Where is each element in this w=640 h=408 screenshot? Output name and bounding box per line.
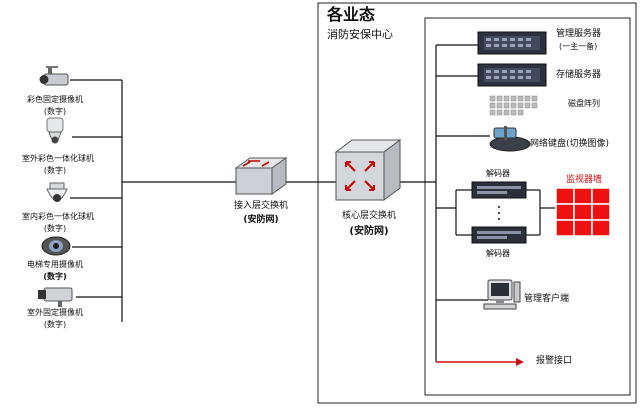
access-switch-net-label: (安防网) — [243, 215, 279, 225]
elevator-camera-icon — [41, 236, 71, 256]
decoder-icon — [471, 181, 527, 199]
server-icon — [477, 63, 547, 87]
core-switch-net-label: (安防网) — [349, 226, 389, 237]
camera-sub-label: (数字) — [43, 272, 67, 281]
disk-array-label: 磁盘阵列 — [568, 99, 600, 108]
decoder-icon — [471, 226, 527, 244]
switch-icon — [234, 157, 288, 195]
zone-box — [317, 2, 637, 404]
camera-label: 室内彩色一体化球机 — [22, 212, 94, 221]
storage-server-label: 存储服务器 — [556, 70, 602, 80]
disk-array-icon — [489, 95, 538, 116]
computer-icon — [483, 279, 521, 310]
camera-label: 室外固定摄像机 — [27, 308, 83, 317]
core-connections — [435, 44, 556, 362]
access-switch-label: 接入层交换机 — [233, 201, 288, 211]
core-switch-label: 核心层交换机 — [341, 211, 396, 221]
camera-sub-label: (数字) — [43, 107, 67, 116]
mgmt-server-label: 管理服务器 — [556, 29, 602, 39]
camera-label: 电梯专用摄像机 — [27, 260, 83, 269]
decoder-ellipsis — [498, 206, 500, 220]
outdoor-fixed-camera-icon — [38, 287, 73, 307]
inner-zone-box — [424, 17, 631, 396]
server-icon — [477, 31, 547, 55]
arrow-icon — [436, 358, 524, 366]
camera-connections — [70, 79, 436, 322]
outdoor-dome-camera-icon — [46, 117, 64, 144]
camera-sub-label: (数字) — [43, 320, 67, 329]
camera-sub-label: (数字) — [43, 224, 67, 233]
camera-label: 室外彩色一体化球机 — [22, 154, 94, 163]
camera-sub-label: (数字) — [43, 166, 67, 175]
decoder-label: 解码器 — [486, 169, 510, 178]
decoder-label: 解码器 — [486, 249, 510, 258]
zone-subtitle: 消防安保中心 — [327, 28, 393, 41]
camera-label: 彩色固定摄像机 — [27, 95, 83, 104]
keyboard-label: 网络键盘(切换图像) — [530, 139, 610, 149]
client-label: 管理客户端 — [524, 294, 570, 304]
core-switch-icon — [334, 139, 402, 201]
zone-title: 各业态 — [327, 5, 376, 24]
keyboard-icon — [489, 126, 531, 152]
alarm-label: 报警接口 — [536, 356, 573, 366]
video-wall-icon — [555, 187, 611, 237]
mgmt-server-note: (一主一备) — [559, 42, 598, 51]
box-camera-icon — [39, 66, 69, 86]
video-wall-label: 监视器墙 — [566, 175, 603, 185]
indoor-dome-camera-icon — [46, 182, 68, 202]
